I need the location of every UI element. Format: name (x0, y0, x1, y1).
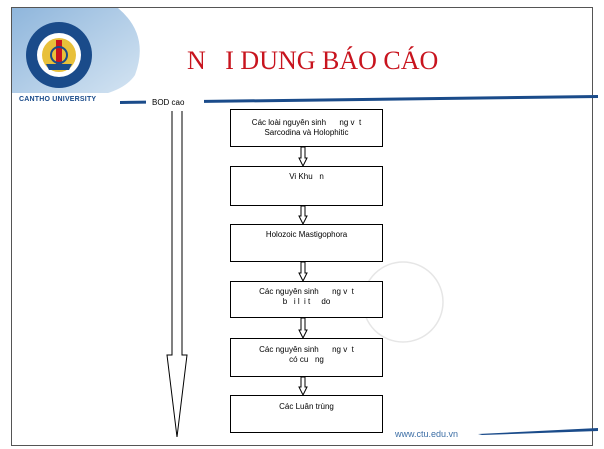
box-line: Sarcodina và Holophitic (264, 128, 349, 137)
bod-label: BOD cao (146, 94, 204, 111)
university-name: CANTHO UNIVERSITY (19, 96, 97, 103)
box-line: Vi Khu n (289, 172, 324, 181)
flow-box-bacteria: Vi Khu n (230, 166, 383, 206)
page-title: N I DUNG BÁO CÁO (187, 46, 439, 75)
box-line: Holozoic Mastigophora (265, 230, 348, 239)
box-line: Các nguyên sinh ng v t (259, 344, 354, 354)
box-line: Các nguyên sinh ng v t (259, 286, 354, 296)
box-line: có cu ng (289, 354, 324, 364)
box-line: b i l i t do (282, 296, 331, 306)
box-line: Các Luân trùng (279, 402, 334, 411)
header-rule (120, 95, 598, 104)
flow-box-mastigophora: Holozoic Mastigophora (230, 224, 383, 262)
connector-arrows (298, 146, 308, 397)
website-url: www.ctu.edu.vn (395, 429, 459, 439)
footer-rule (478, 428, 598, 435)
box-line: Các loài nguyên sinh ng v t (251, 118, 362, 127)
flow-box-rotifers: Các Luân trùng (230, 395, 383, 433)
university-logo-icon (26, 22, 92, 88)
